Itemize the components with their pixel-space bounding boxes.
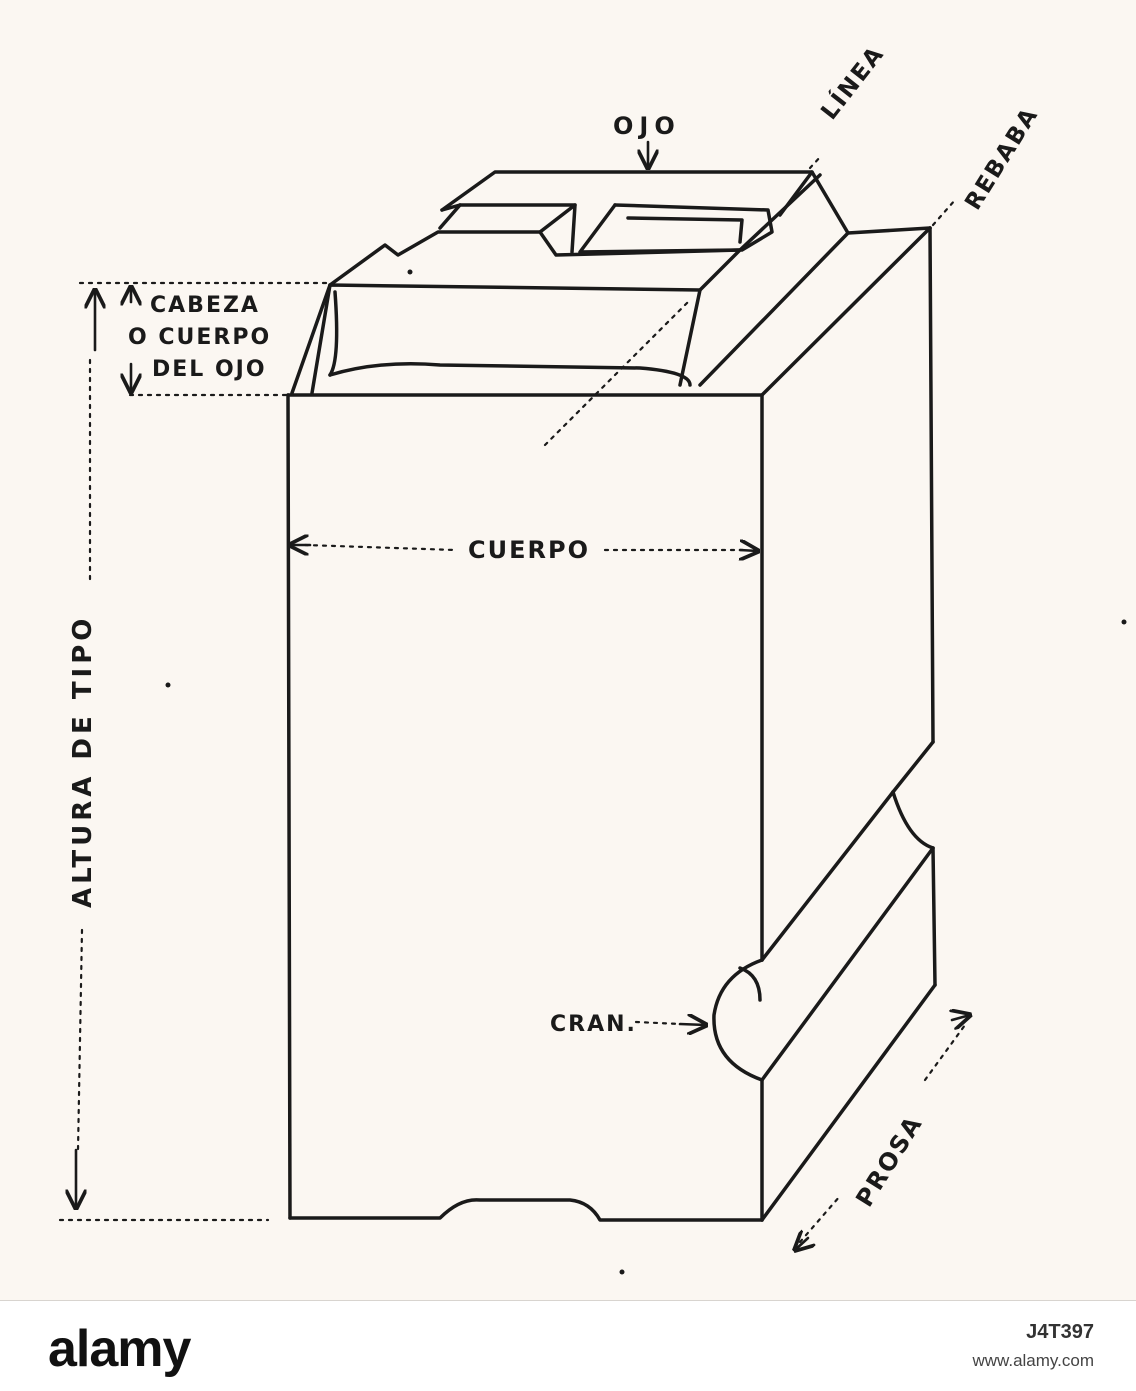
label-altura-de-tipo: ALTURA DE TIPO [68, 614, 98, 908]
prosa-arrow-lower [795, 1238, 808, 1250]
ink-speck [407, 269, 413, 275]
cuerpo-arrow-right [738, 550, 758, 551]
cuerpo-dim-left [303, 543, 457, 552]
rebaba-leader [931, 198, 957, 227]
linea-top-leader [808, 153, 824, 170]
label-cabeza-3: DEL OJO [152, 357, 267, 382]
ink-speck [165, 682, 171, 688]
prosa-dim-upper [923, 1023, 967, 1082]
prosa-arrow-upper [952, 1015, 970, 1020]
nick-groove [712, 958, 764, 1082]
cran-leader [634, 1020, 682, 1026]
label-cuerpo: CUERPO [468, 536, 590, 564]
label-ojo: OJO [613, 112, 681, 140]
ink-speck [1121, 619, 1127, 625]
front-face [286, 393, 764, 1222]
type-face [438, 170, 850, 254]
ink-speck [619, 1269, 625, 1275]
label-cabeza-2: O CUERPO [128, 325, 272, 350]
altura-dim-line-lower [76, 928, 84, 1152]
cran-arrow [678, 1024, 706, 1025]
linea-leader [543, 298, 692, 447]
site-url: www.alamy.com [972, 1351, 1094, 1370]
prosa-dim-lower [798, 1194, 842, 1244]
type-sort-diagram [58, 140, 1127, 1275]
image-id: J4T397 [1026, 1321, 1094, 1343]
alamy-logo: alamy [48, 1320, 191, 1378]
side-face [698, 226, 937, 1222]
label-cabeza-1: CABEZA [150, 293, 260, 318]
watermark-footer: alamy J4T397 www.alamy.com [0, 1300, 1136, 1391]
label-cran: CRAN. [550, 1012, 637, 1037]
